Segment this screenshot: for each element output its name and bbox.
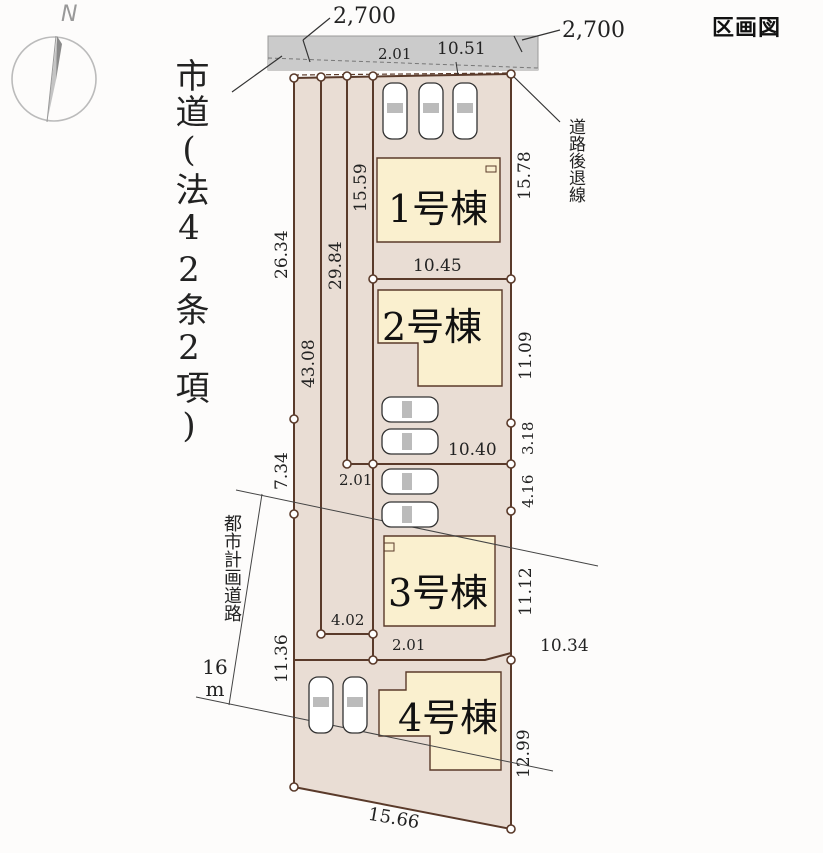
dim-lot1-bottom: 10.45 xyxy=(413,256,462,276)
dim-outer-left-upper: 26.34 xyxy=(272,230,292,279)
city-road-label: 市道(法42条2項) xyxy=(169,58,209,448)
north-label: N xyxy=(61,2,78,27)
dim-top-frontage: 10.51 xyxy=(437,39,486,59)
dim-lot3-bottom: 10.34 xyxy=(540,636,589,656)
dim-lot2-right: 11.09 xyxy=(516,331,536,380)
building-1-footprint xyxy=(376,157,501,243)
setback-line-label: 道路後退線 xyxy=(565,118,585,203)
dim-top-access: 2.01 xyxy=(378,45,412,63)
dim-outer-left-mid: 7.34 xyxy=(272,452,292,490)
building-2-footprint xyxy=(377,289,503,387)
dim-lot2-bottom: 10.40 xyxy=(448,440,497,460)
building-4-footprint xyxy=(378,671,502,771)
dim-access-lower: 2.01 xyxy=(392,636,426,654)
dim-lot1-right: 15.78 xyxy=(515,151,535,200)
planned-road-label: 都市計画道路 xyxy=(221,514,242,622)
road-width-right: 2,700 xyxy=(562,18,625,43)
building-1-label: 1号棟 xyxy=(388,187,489,231)
road-width-left: 2,700 xyxy=(333,4,396,29)
building-4-label: 4号棟 xyxy=(398,696,499,740)
compass-icon xyxy=(11,35,97,123)
dim-lot3-right: 11.12 xyxy=(516,567,536,616)
page-title: 区画図 xyxy=(712,16,782,41)
dim-flag3-pole: 29.84 xyxy=(326,241,346,290)
dim-pole-bottom: 4.02 xyxy=(331,611,365,629)
boundary-markers xyxy=(289,69,516,834)
building-3-footprint xyxy=(383,535,496,627)
dim-access-upper: 2.01 xyxy=(339,471,373,489)
dim-lot1-left: 15.59 xyxy=(351,163,371,212)
dim-outer-left-lower: 11.36 xyxy=(272,634,292,683)
dim-lot3-right-small: 4.16 xyxy=(519,474,537,508)
building-2-label: 2号棟 xyxy=(382,305,483,349)
dim-lot2-right-small: 3.18 xyxy=(519,421,537,455)
dim-lot4-right: 12.99 xyxy=(514,729,534,778)
dim-flag4-pole: 43.08 xyxy=(299,339,319,388)
planned-road-width: 16 m xyxy=(202,655,228,701)
building-3-label: 3号棟 xyxy=(388,571,489,615)
